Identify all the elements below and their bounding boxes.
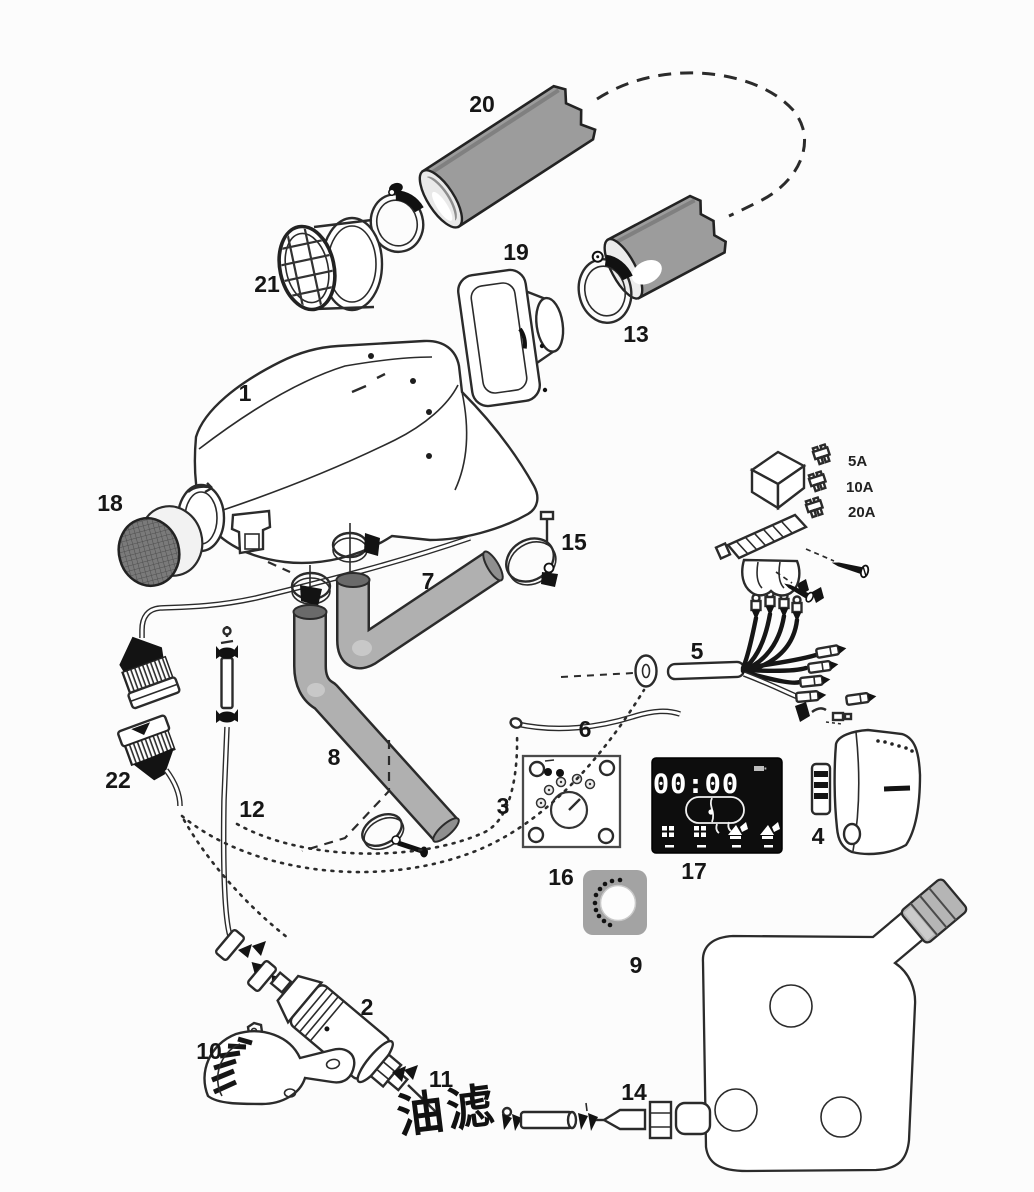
guide-dash-a — [267, 560, 291, 574]
part-label-18: 18 — [97, 490, 123, 516]
mounting-clamp-15 — [505, 510, 558, 587]
guide-dotted-c — [182, 818, 290, 940]
filter-body — [519, 1110, 574, 1130]
hose-clamp-icon — [369, 182, 425, 254]
blade-fuse-icon — [804, 495, 825, 519]
lcd-time: 00:00 — [653, 769, 739, 800]
knob-panel — [583, 870, 647, 935]
hose-segment — [215, 929, 245, 961]
blade-fuse-icon — [811, 442, 832, 466]
harness-sleeve — [666, 660, 746, 681]
part-label-19: 19 — [503, 239, 529, 265]
round-air-vent — [275, 216, 384, 312]
guide-dash-screw2 — [775, 571, 793, 584]
screw-icon — [831, 562, 870, 579]
part-label-3: 3 — [497, 793, 510, 819]
tank-outlet — [674, 1101, 712, 1136]
part-label-12: 12 — [239, 796, 265, 822]
rubber-boot-icon — [812, 587, 824, 603]
exhaust-clamp-a — [331, 523, 380, 577]
guide-dotted-b — [235, 731, 519, 855]
part-label-20: 20 — [469, 91, 495, 117]
lcd-controller: 00:00 — [651, 757, 783, 854]
fuse-holder — [714, 513, 808, 597]
part-label-15: 15 — [561, 529, 587, 555]
switch-slot — [883, 785, 911, 792]
relay-and-fuses: 5A 10A 20A — [714, 442, 876, 603]
part-label-11: 11 — [429, 1066, 454, 1092]
duct-routing-dashed-loop — [596, 71, 807, 218]
connector-plug — [117, 636, 183, 807]
part-label-5: 5 — [691, 638, 704, 664]
part-label-8: 8 — [328, 744, 341, 770]
guide-dash-screw1 — [805, 548, 835, 562]
scale-dots — [592, 877, 623, 928]
heater-main-unit — [139, 339, 539, 638]
clamp-wings-icon — [392, 1065, 418, 1082]
fuel-pump-assembly — [215, 929, 437, 1113]
fuel-pump-body — [269, 970, 410, 1092]
clamp-wings-icon — [238, 941, 266, 958]
part-label-2: 2 — [361, 994, 374, 1020]
lcd-button-icons — [662, 822, 780, 848]
part-label-22: 22 — [105, 767, 131, 793]
fuse-rating-20a: 20A — [848, 504, 876, 521]
rotation-arrow-icon — [187, 482, 213, 494]
wiring-harness — [560, 579, 877, 725]
guide-dash-mount — [301, 740, 391, 853]
tank-filler-cap — [900, 878, 968, 944]
heater-outline-icon — [685, 796, 745, 834]
filter-mesh-icon — [117, 517, 181, 587]
guide-dotted-a — [180, 688, 646, 874]
part-label-16: 16 — [548, 864, 574, 890]
pump-mounting-clamp — [203, 1021, 356, 1106]
tank-fitting-nut — [648, 1100, 673, 1140]
rocker-switch-module — [810, 728, 922, 856]
spade-terminals — [794, 644, 877, 706]
part-label-10: 10 — [196, 1038, 222, 1064]
fuel-filter-assembly — [501, 1100, 673, 1140]
fuse-rating-5a: 5A — [848, 453, 867, 470]
combustion-air-pipe — [509, 708, 681, 732]
air-duct-hose — [418, 84, 597, 229]
part-label-1: 1 — [239, 380, 252, 406]
panel-knob — [599, 884, 637, 922]
part-label-4: 4 — [812, 823, 825, 849]
rotary-controller-plate — [521, 754, 622, 849]
pipe-clamp-with-screw — [361, 812, 428, 858]
exhaust-pipe-short — [335, 550, 504, 670]
air-intake-filter — [117, 505, 204, 587]
part-label-14: 14 — [621, 1079, 647, 1105]
battery-indicator-icon — [754, 766, 764, 771]
heater-bracket — [230, 509, 272, 555]
air-duct-segment — [603, 194, 728, 300]
duct-clamp-icon — [577, 250, 633, 324]
indicator-dots — [876, 739, 914, 753]
fuel-tank — [674, 878, 968, 1173]
part-number-labels: 1 2 3 4 5 6 7 8 9 10 11 12 13 14 15 16 1… — [97, 91, 824, 1105]
filter-caption: 油滤 — [394, 1078, 500, 1145]
part-label-9: 9 — [630, 952, 643, 978]
square-air-outlet — [457, 268, 565, 408]
part-label-7: 7 — [422, 568, 435, 594]
fuse-rating-10a: 10A — [846, 479, 874, 496]
part-label-17: 17 — [681, 858, 707, 884]
blade-fuse-icon — [807, 469, 828, 493]
vent-grille-icon — [275, 225, 339, 312]
part-label-6: 6 — [579, 716, 592, 742]
bullet-terminals — [750, 589, 803, 622]
pickup-fitting — [601, 1108, 647, 1131]
rubber-ribs-icon — [211, 1036, 253, 1095]
part-label-13: 13 — [623, 321, 649, 347]
screw-icon — [784, 583, 815, 603]
exhaust-pipe-long — [292, 604, 460, 843]
part-label-21: 21 — [254, 271, 280, 297]
